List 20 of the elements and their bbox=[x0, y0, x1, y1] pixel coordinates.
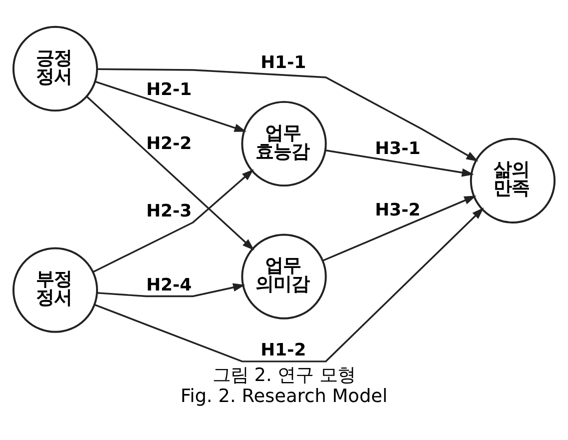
arrow bbox=[322, 196, 476, 262]
node-circle: 삶의 만족 bbox=[470, 138, 556, 224]
edge-label: H2-2 bbox=[146, 134, 192, 154]
arrow bbox=[86, 96, 254, 250]
arrow bbox=[95, 80, 246, 132]
edge-label: H3-1 bbox=[375, 138, 420, 159]
node-circle: 부정 정서 bbox=[12, 247, 98, 333]
node-circle: 긍정 정서 bbox=[12, 26, 98, 112]
edge-label: H2-1 bbox=[146, 80, 192, 100]
arrow bbox=[97, 283, 246, 298]
edge-label: H3-2 bbox=[375, 200, 420, 220]
caption: 그림 2. 연구 모형 Fig. 2. Research Model bbox=[180, 365, 388, 408]
edge-label: H1-2 bbox=[260, 340, 306, 361]
edge-label: H2-4 bbox=[146, 275, 192, 296]
arrow bbox=[92, 169, 254, 273]
arrow bbox=[94, 207, 484, 362]
arrow bbox=[97, 68, 478, 162]
arrow bbox=[326, 150, 474, 177]
edge-label: H1-1 bbox=[260, 52, 306, 73]
edge-label: H2-3 bbox=[146, 202, 192, 222]
